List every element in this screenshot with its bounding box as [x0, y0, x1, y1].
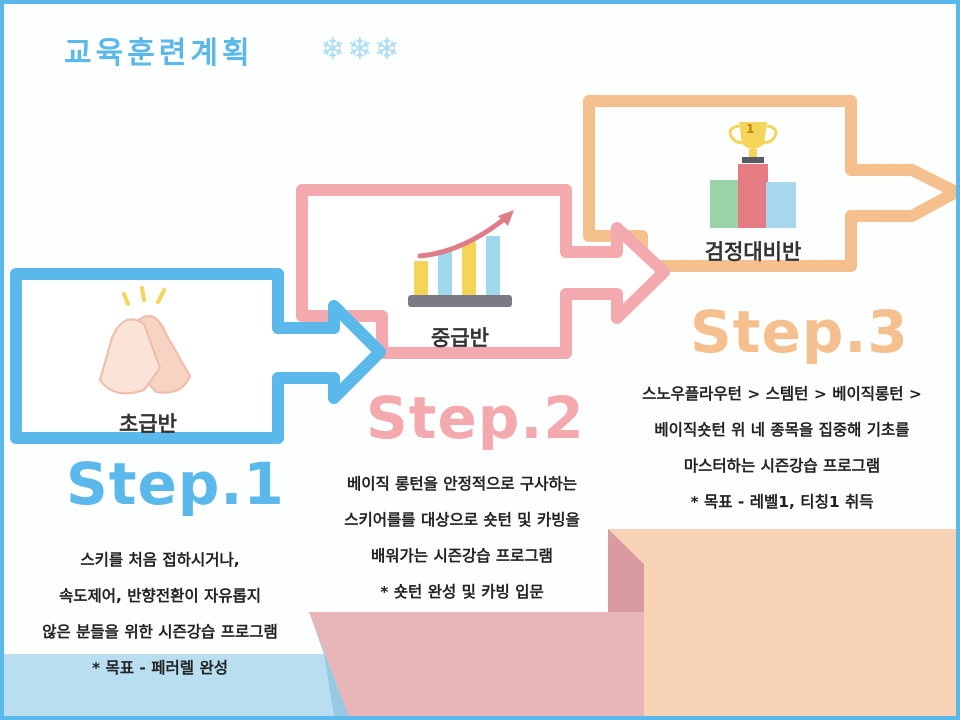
- box-label-certification: 검정대비반: [704, 240, 802, 264]
- trophy-podium-icon: [710, 122, 796, 228]
- step1-arrow-outline: [10, 268, 386, 444]
- step1-desc-line: * 목표 - 페러렐 완성: [92, 659, 228, 677]
- box-label-intermediate: 중급반: [431, 326, 489, 350]
- step1-description: 스키를 처음 접하시거나, 속도제어, 반향전환이 자유롭지 않은 분들을 위한…: [12, 542, 308, 686]
- clasped-hands-icon: [98, 286, 192, 395]
- step3-description: 스노우플라우턴 > 스템턴 > 베이직롱턴 > 베이직숏턴 위 네 종목을 집중…: [610, 376, 954, 520]
- staircase-graphic: [4, 95, 956, 716]
- box-label-beginner: 초급반: [119, 412, 177, 436]
- step1-block: [4, 654, 349, 716]
- step3-desc-line: * 목표 - 레벨1, 티칭1 취득: [690, 493, 874, 511]
- snowflake-icon: ❄❄❄: [320, 32, 402, 67]
- step2-description: 베이직 롱턴을 안정적으로 구사하는 스키어를를 대상으로 숏턴 및 카빙을 배…: [304, 466, 620, 610]
- step1-desc-line: 속도제어, 반향전환이 자유롭지: [58, 587, 262, 605]
- trophy-number: 1: [746, 122, 755, 136]
- step2-desc-line: * 숏턴 완성 및 카빙 입문: [380, 583, 544, 601]
- growth-chart-icon: [408, 210, 514, 307]
- step3-desc-line: 스노우플라우턴 > 스템턴 > 베이직롱턴 >: [642, 385, 922, 403]
- step2-arrow-outline: [296, 184, 670, 359]
- step2-block: [309, 612, 644, 716]
- step2-desc-line: 스키어를를 대상으로 숏턴 및 카빙을: [344, 511, 580, 529]
- step3-desc-line: 마스터하는 시즌강습 프로그램: [683, 457, 881, 475]
- step3-block-side: [608, 529, 644, 612]
- step2-desc-line: 배워가는 시즌강습 프로그램: [371, 547, 553, 565]
- step1-desc-line: 스키를 처음 접하시거나,: [80, 551, 240, 569]
- step3-label: Step.3: [690, 298, 909, 366]
- step3-block: [608, 529, 956, 716]
- step2-block-side: [309, 612, 349, 716]
- step2-desc-line: 베이직 롱턴을 안정적으로 구사하는: [346, 475, 578, 493]
- step2-label: Step.2: [366, 384, 585, 452]
- page-title: 교육훈련계획: [64, 36, 254, 71]
- step1-desc-line: 않은 분들을 위한 시즌강습 프로그램: [42, 623, 278, 641]
- step1-label: Step.1: [66, 450, 285, 518]
- step3-desc-line: 베이직숏턴 위 네 종목을 집중해 기초를: [654, 421, 910, 439]
